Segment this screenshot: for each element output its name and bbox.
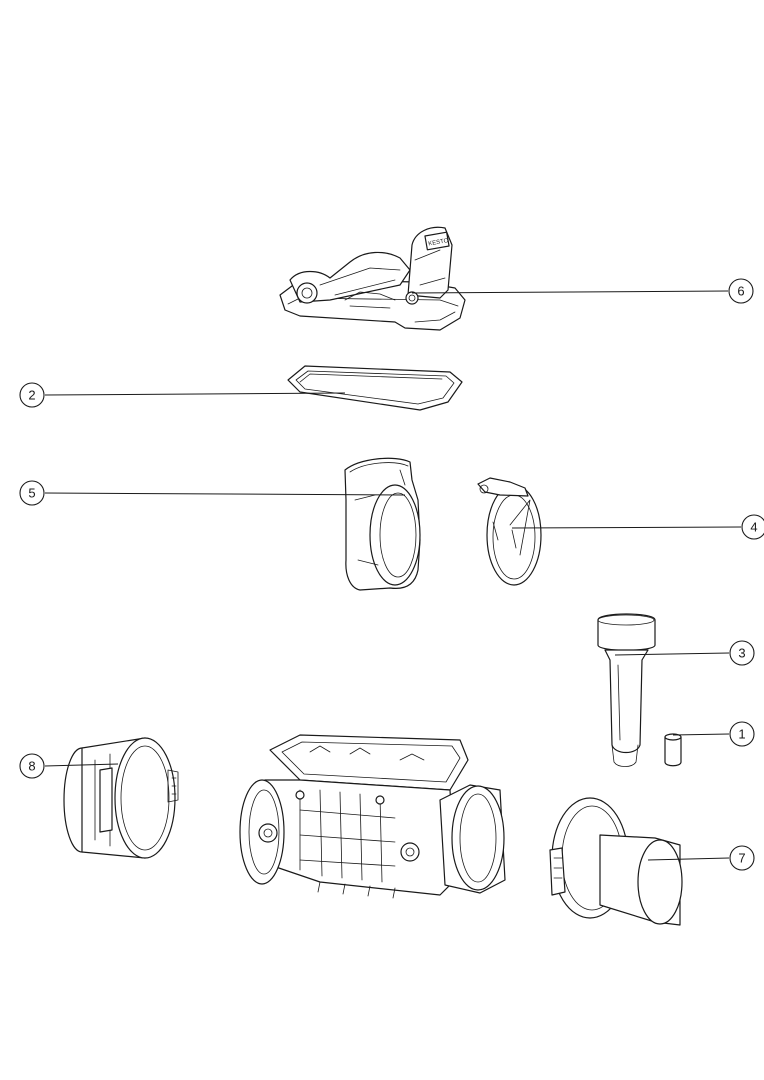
callout-2: 2 xyxy=(19,382,45,408)
callout-8: 8 xyxy=(19,753,45,779)
leader-line-4 xyxy=(511,526,742,529)
callout-6: 6 xyxy=(728,278,754,304)
leader-line-5 xyxy=(44,492,406,496)
leader-line-7 xyxy=(647,857,730,861)
callout-5: 5 xyxy=(19,480,45,506)
part-3-tool xyxy=(597,613,656,767)
leader-line-1 xyxy=(672,733,730,736)
callout-8-label: 8 xyxy=(28,759,35,774)
leader-line-3 xyxy=(614,652,730,656)
callout-5-label: 5 xyxy=(28,486,35,501)
callout-4: 4 xyxy=(741,514,764,540)
callout-7-label: 7 xyxy=(738,851,745,866)
callout-3-label: 3 xyxy=(738,646,745,661)
leader-line-8 xyxy=(44,763,119,767)
callout-2-label: 2 xyxy=(28,388,35,403)
callout-1-label: 1 xyxy=(738,727,745,742)
callout-4-label: 4 xyxy=(750,520,757,535)
main-valve-body xyxy=(239,734,506,899)
part-8-inlet-connector xyxy=(63,737,179,859)
part-4-flap-valve xyxy=(477,477,542,586)
callout-1: 1 xyxy=(729,721,755,747)
callout-6-label: 6 xyxy=(737,284,744,299)
leader-lines xyxy=(44,290,742,861)
leader-line-2 xyxy=(44,392,346,396)
part-2-gasket xyxy=(287,365,463,411)
part-6-cover-assembly: KESTO xyxy=(279,226,466,331)
cover-lever-marking: KESTO xyxy=(428,238,449,247)
callout-3: 3 xyxy=(729,640,755,666)
part-7-outlet-connector xyxy=(549,797,683,926)
part-5-flap-housing xyxy=(344,457,421,591)
callout-7: 7 xyxy=(729,845,755,871)
part-1-sleeve xyxy=(664,733,682,767)
leader-line-6 xyxy=(411,290,729,294)
